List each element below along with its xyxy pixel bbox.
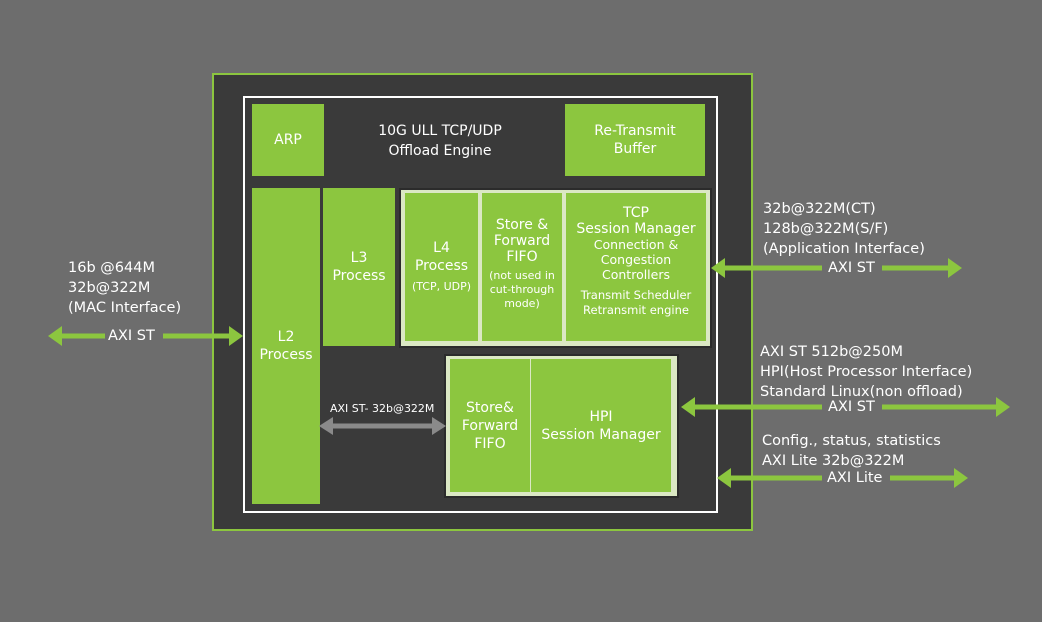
cfg-axi-label: AXI Lite — [827, 470, 883, 486]
hpi-axi-label: AXI ST — [828, 399, 875, 415]
mac-interface-label: 16b @644M 32b@322M (MAC Interface) — [68, 260, 182, 316]
hpi-session-manager-block: HPI Session Manager — [531, 359, 671, 492]
app-axi-arrow — [711, 258, 962, 278]
arp-block: ARP — [252, 104, 324, 176]
cfg-axi-lite-arrow — [717, 468, 968, 488]
engine-inner-frame — [243, 96, 718, 513]
internal-axi-label: AXI ST- 32b@322M — [330, 402, 435, 415]
store-forward-fifo-block: Store & Forward FIFO (not used in cut-th… — [482, 193, 562, 341]
mac-axi-arrow — [48, 326, 243, 346]
tcp-session-manager-block: TCP Session Manager Connection & Congest… — [566, 193, 706, 341]
hpi-interface-label: AXI ST 512b@250M HPI(Host Processor Inte… — [760, 344, 973, 400]
l4-process-block: L4 Process (TCP, UDP) — [405, 193, 478, 341]
retransmit-buffer-block: Re-Transmit Buffer — [565, 104, 705, 176]
engine-title: 10G ULL TCP/UDP Offload Engine — [378, 123, 502, 159]
l2-process-block: L2 Process — [252, 188, 320, 504]
store-forward-fifo-hpi-block: Store& Forward FIFO — [450, 359, 530, 492]
app-axi-label: AXI ST — [828, 260, 875, 276]
cfg-interface-label: Config., status, statistics AXI Lite 32b… — [762, 433, 941, 469]
hpi-axi-arrow — [681, 397, 1010, 417]
internal-axi-arrow — [319, 417, 446, 435]
mac-axi-label: AXI ST — [108, 328, 155, 344]
app-interface-label: 32b@322M(CT) 128b@322M(S/F) (Application… — [763, 201, 925, 257]
l3-process-block: L3 Process — [323, 188, 395, 346]
